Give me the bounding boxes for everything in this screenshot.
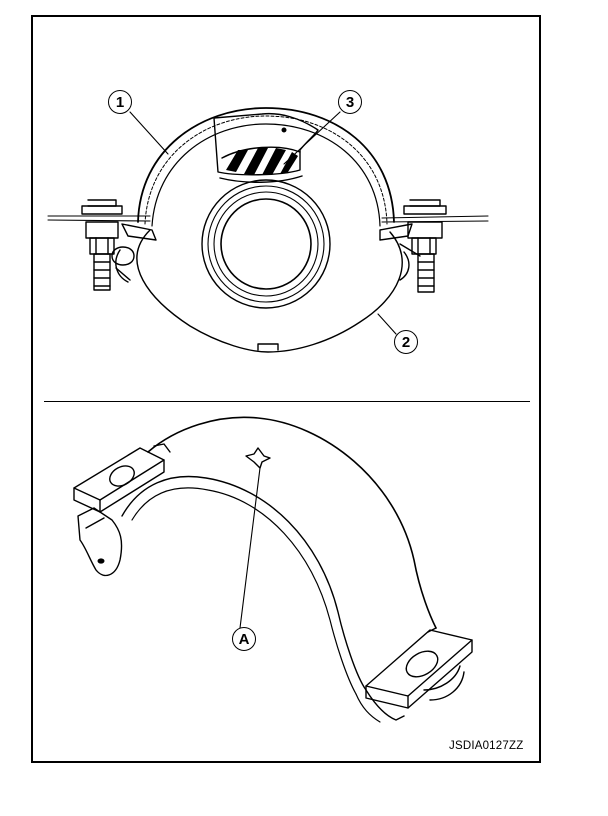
leader-3 <box>283 111 341 165</box>
rubber-insulator <box>219 146 303 183</box>
callout-3: 3 <box>338 90 362 114</box>
bearing <box>201 179 331 309</box>
left-bolt-hole <box>109 465 135 487</box>
panel-divider <box>44 401 530 402</box>
leader-2 <box>377 313 397 335</box>
leader-a <box>239 467 261 629</box>
lower-housing <box>136 229 403 353</box>
callout-2: 2 <box>394 330 418 354</box>
callout-1: 1 <box>108 90 132 114</box>
left-flange <box>73 447 165 513</box>
figure-code: JSDIA0127ZZ <box>449 740 524 752</box>
right-flange <box>365 629 473 709</box>
strap-arch-outer <box>147 416 437 629</box>
right-bolt <box>399 199 447 293</box>
right-bolt-hole <box>405 650 439 678</box>
callout-a: A <box>232 627 256 651</box>
center-bearing-assembly <box>47 107 489 353</box>
upper-strap-outer <box>137 107 395 223</box>
figure-frame <box>31 15 541 763</box>
left-bolt <box>81 199 135 291</box>
mounting-plate <box>47 215 489 223</box>
leader-1 <box>129 111 169 155</box>
lower-housing-foot <box>257 343 279 351</box>
bracket-strap <box>73 416 473 723</box>
strap-arch-inner <box>121 475 367 691</box>
upper-strap-inner <box>151 123 381 227</box>
identification-mark <box>245 447 271 469</box>
